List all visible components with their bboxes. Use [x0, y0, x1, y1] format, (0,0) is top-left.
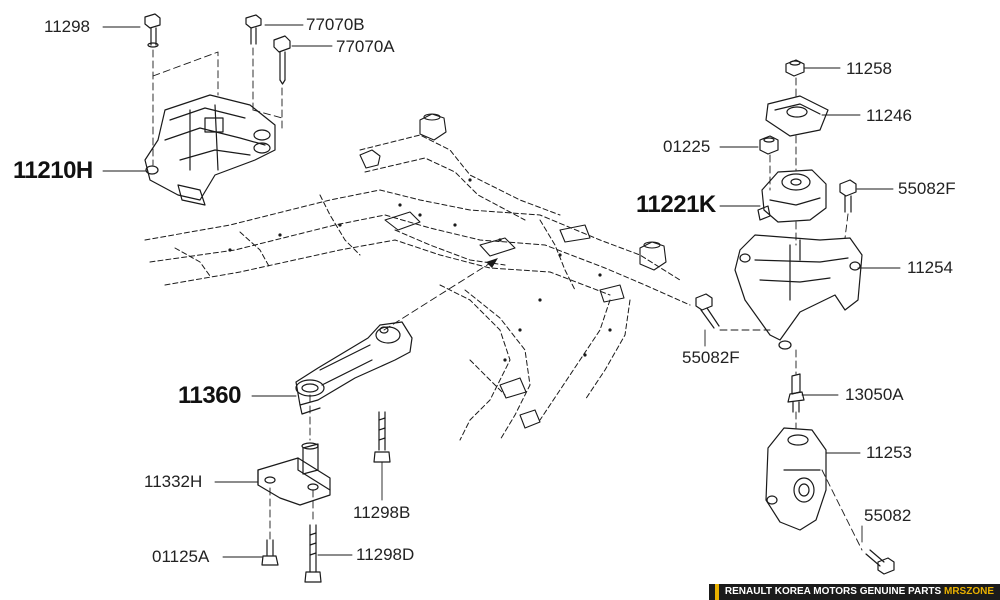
- left-mount-assembly-lines: [152, 47, 283, 166]
- nut-11258: [785, 59, 805, 77]
- bolt-11298d: [304, 524, 322, 583]
- front-subframe: [144, 134, 691, 441]
- nut-01225: [759, 135, 779, 155]
- stud-13050a: [787, 373, 805, 413]
- right-mount-11221k: [757, 169, 827, 223]
- torque-rod-assembly-lines: [269, 259, 496, 541]
- footer-accent-stripe: [714, 584, 719, 600]
- bolt-01125a: [261, 539, 279, 566]
- leader-lines: [102, 24, 901, 558]
- bracket-11254: [734, 234, 863, 350]
- torque-rod-arrow: [486, 258, 498, 268]
- callout-01125a: 01125A: [152, 547, 210, 566]
- bracket-11253: [765, 427, 827, 531]
- stopper-11246: [765, 95, 829, 137]
- callout-11210h: 11210H: [13, 157, 93, 184]
- right-stack-assembly-lines: [719, 77, 863, 551]
- callout-11332h: 11332H: [144, 472, 203, 491]
- callout-55082f-left: 55082F: [682, 348, 740, 367]
- callout-11258: 11258: [846, 59, 893, 78]
- bolt-55082f-left: [695, 293, 720, 329]
- callout-77070b: 77070B: [306, 15, 365, 34]
- callout-11254: 11254: [907, 258, 954, 277]
- subframe-holes: [228, 178, 612, 362]
- bolt-11298: [144, 13, 161, 48]
- bolt-77070a: [273, 35, 291, 85]
- left-engine-mount-11210h: [144, 94, 276, 206]
- callout-11298d: 11298D: [356, 545, 415, 564]
- callout-77070a: 77070A: [336, 37, 395, 56]
- bolt-77070b: [245, 14, 262, 45]
- torque-rod-11360: [295, 321, 413, 415]
- callout-11253: 11253: [866, 443, 913, 462]
- footer-brand: MRSZONE: [944, 586, 994, 597]
- footer-text: RENAULT KOREA MOTORS GENUINE PARTS: [724, 586, 942, 597]
- bolt-55082: [865, 549, 895, 575]
- subframe-solid-details: [359, 113, 667, 429]
- callout-11221k: 11221K: [636, 191, 716, 218]
- callout-01225: 01225: [663, 137, 711, 156]
- callout-55082: 55082: [864, 506, 912, 525]
- footer-watermark: RENAULT KOREA MOTORS GENUINE PARTS MRSZO…: [708, 584, 1000, 600]
- bolt-11298b: [373, 411, 391, 463]
- callout-13050a: 13050A: [845, 385, 904, 404]
- bolt-55082f-top: [839, 179, 857, 213]
- callout-11360: 11360: [178, 382, 241, 409]
- callout-55082f-top: 55082F: [898, 179, 956, 198]
- callout-11246: 11246: [866, 106, 913, 125]
- bracket-11332h: [257, 442, 331, 506]
- callout-11298: 11298: [44, 17, 91, 36]
- callout-11298b: 11298B: [353, 503, 411, 522]
